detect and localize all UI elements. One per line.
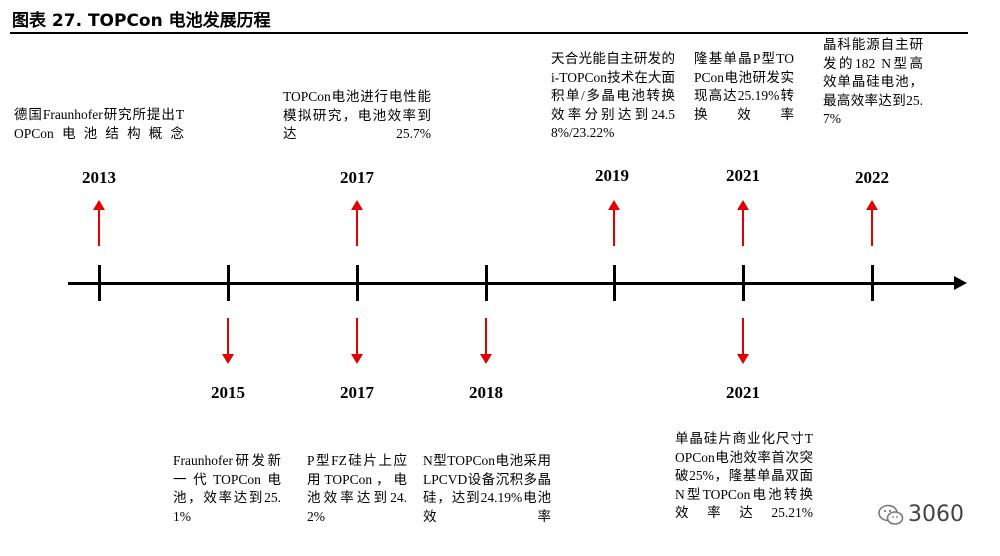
timeline-tick <box>613 265 616 301</box>
event-description: N型TOPCon电池采用LPCVD设备沉积多晶硅，达到24.19%电池效率 <box>423 453 551 524</box>
figure-title: 图表 27. TOPCon 电池发展历程 <box>12 11 271 31</box>
watermark: 3060 <box>878 502 964 527</box>
event-year: 2021 <box>726 383 760 402</box>
event-description: 单晶硅片商业化尺寸TOPCon电池效率首次突破25%，隆基单晶双面N型TOPCo… <box>675 431 813 520</box>
event-description: TOPCon电池进行电性能模拟研究，电池效率到达25.7% <box>283 89 431 141</box>
timeline-tick <box>742 265 745 301</box>
timeline-axis <box>68 282 958 285</box>
event-year: 2021 <box>726 166 760 185</box>
title-divider <box>10 32 968 34</box>
up-arrow <box>608 200 620 246</box>
up-arrow <box>93 200 105 246</box>
timeline-tick <box>356 265 359 301</box>
up-arrow <box>737 200 749 246</box>
timeline-tick <box>871 265 874 301</box>
event-description: Fraunhofer研发新一代TOPCon电池，效率达到25.1% <box>173 453 281 524</box>
up-arrow <box>351 200 363 246</box>
event-year: 2022 <box>855 168 889 187</box>
timeline-tick <box>227 265 230 301</box>
timeline-arrowhead <box>954 276 967 290</box>
event-description: 天合光能自主研发的i-TOPCon技术在大面积单/多晶电池转换效率分别达到24.… <box>551 51 675 140</box>
event-year: 2019 <box>595 166 629 185</box>
event-year: 2018 <box>469 383 503 402</box>
down-arrow <box>480 318 492 364</box>
event-description: P型FZ硅片上应用TOPCon，电池效率达到24.2% <box>307 453 407 524</box>
event-year: 2013 <box>82 168 116 187</box>
down-arrow <box>222 318 234 364</box>
timeline-tick <box>485 265 488 301</box>
event-description: 隆基单晶P型TOPCon电池研发实现高达25.19%转换效率 <box>694 51 794 122</box>
event-description: 德国Fraunhofer研究所提出TOPCon电池结构概念 <box>14 107 184 141</box>
event-year: 2015 <box>211 383 245 402</box>
down-arrow <box>351 318 363 364</box>
event-year: 2017 <box>340 383 374 402</box>
wechat-icon <box>878 504 904 525</box>
down-arrow <box>737 318 749 364</box>
event-description: 晶科能源自主研发的182 N型高效单晶硅电池，最高效率达到25.7% <box>823 37 923 126</box>
timeline-tick <box>98 265 101 301</box>
watermark-text: 3060 <box>908 502 964 527</box>
event-year: 2017 <box>340 168 374 187</box>
up-arrow <box>866 200 878 246</box>
